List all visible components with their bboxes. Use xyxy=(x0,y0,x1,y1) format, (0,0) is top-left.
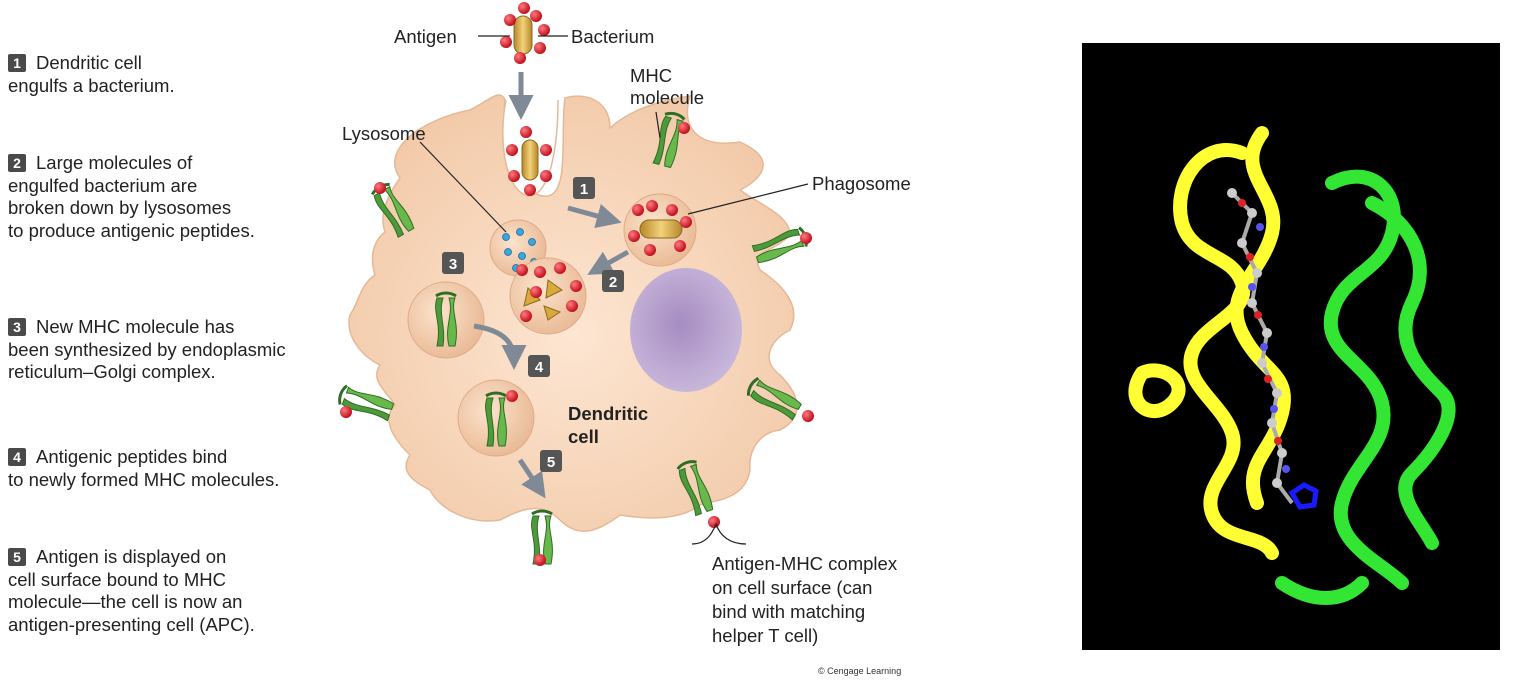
step-text: broken down by lysosomes xyxy=(8,197,232,218)
step-text: Dendritic cell xyxy=(36,52,142,73)
step-number-badge: 3 xyxy=(8,318,26,336)
copyright-notice: © Cengage Learning xyxy=(818,666,902,676)
bacterium xyxy=(500,2,550,64)
engulfed-bacterium xyxy=(506,126,552,196)
process-arrows xyxy=(473,72,630,499)
step-2-line: to produce antigenic peptides. xyxy=(8,220,255,243)
step-text: Large molecules of xyxy=(36,152,193,173)
dendritic-label-line2: cell xyxy=(568,426,599,447)
step-5-line: antigen-presenting cell (APC). xyxy=(8,614,255,637)
complex-label-line1: Antigen-MHC complex xyxy=(712,553,898,574)
badge-5: 5 xyxy=(540,450,562,472)
svg-text:5: 5 xyxy=(547,454,555,471)
step-text: engulfs a bacterium. xyxy=(8,74,175,96)
step-3-line: been synthesized by endoplasmic xyxy=(8,339,286,362)
step-3-line: 3 New MHC molecule has xyxy=(8,316,286,339)
step-3-line: reticulum–Golgi complex. xyxy=(8,361,286,384)
nucleus xyxy=(630,268,742,392)
step-2-line: engulfed bacterium are xyxy=(8,175,255,198)
step-text: Antigenic peptides bind xyxy=(36,446,228,467)
mhc-label-line2: molecule xyxy=(630,87,704,108)
step-text: molecule—the cell is now an xyxy=(8,591,243,612)
step-2-line: broken down by lysosomes xyxy=(8,197,255,220)
svg-text:1: 1 xyxy=(580,181,588,198)
complex-label-line4: helper T cell) xyxy=(712,625,818,646)
step-number-badge: 1 xyxy=(8,54,26,72)
step-text: antigen-presenting cell (APC). xyxy=(8,613,255,635)
peptide-ball-and-stick xyxy=(1227,188,1294,505)
badge-2: 2 xyxy=(602,270,624,292)
badge-3: 3 xyxy=(442,252,464,274)
dendritic-cell-diagram: 1 2 3 4 5 Antigen Bacterium MHC molecule… xyxy=(335,2,911,646)
step-text: Antigen is displayed on xyxy=(36,546,227,567)
step-5-line: cell surface bound to MHC xyxy=(8,569,255,592)
step-number-badge: 2 xyxy=(8,154,26,172)
step-text: to produce antigenic peptides. xyxy=(8,219,255,241)
step-2-line: 2 Large molecules of xyxy=(8,152,255,175)
step-text: New MHC molecule has xyxy=(36,316,235,337)
lysosome-label: Lysosome xyxy=(342,123,426,144)
er-golgi-vesicle xyxy=(407,281,485,359)
step-text: to newly formed MHC molecules. xyxy=(8,468,280,490)
phagosome-label: Phagosome xyxy=(812,173,911,194)
complex-label-line3: bind with matching xyxy=(712,601,865,622)
step-text: reticulum–Golgi complex. xyxy=(8,361,216,382)
svg-text:4: 4 xyxy=(535,359,544,376)
phagosome xyxy=(623,193,697,267)
step-4-line: to newly formed MHC molecules. xyxy=(8,469,279,492)
mhc-label-line1: MHC xyxy=(630,65,672,86)
leader-lines xyxy=(419,35,809,545)
step-text: engulfed bacterium are xyxy=(8,174,198,196)
step-number-badge: 4 xyxy=(8,448,26,466)
bacterium-label: Bacterium xyxy=(571,26,654,47)
complex-label-line2: on cell surface (can xyxy=(712,577,872,598)
mhc-protein-structure-image xyxy=(1082,43,1500,650)
badge-4: 4 xyxy=(528,355,550,377)
svg-text:3: 3 xyxy=(449,256,457,273)
blue-residue xyxy=(1288,482,1319,510)
step-number-badge: 5 xyxy=(8,548,26,566)
green-helix-chain xyxy=(1275,169,1456,605)
yellow-helix-chain xyxy=(1128,126,1291,560)
step-4-line: 4 Antigenic peptides bind xyxy=(8,446,279,469)
antigen-label: Antigen xyxy=(394,26,457,47)
mhc-binding-vesicle xyxy=(457,379,535,457)
step-1-line: 1 Dendritic cell xyxy=(8,52,175,75)
svg-text:2: 2 xyxy=(609,274,617,291)
badge-1: 1 xyxy=(573,177,595,199)
step-text: cell surface bound to MHC xyxy=(8,568,226,590)
step-1-line: engulfs a bacterium. xyxy=(8,75,175,98)
step-text: been synthesized by endoplasmic xyxy=(8,338,286,360)
step-5-line: 5 Antigen is displayed on xyxy=(8,546,255,569)
dendritic-label-line1: Dendritic xyxy=(568,403,648,424)
step-5-line: molecule—the cell is now an xyxy=(8,591,255,614)
